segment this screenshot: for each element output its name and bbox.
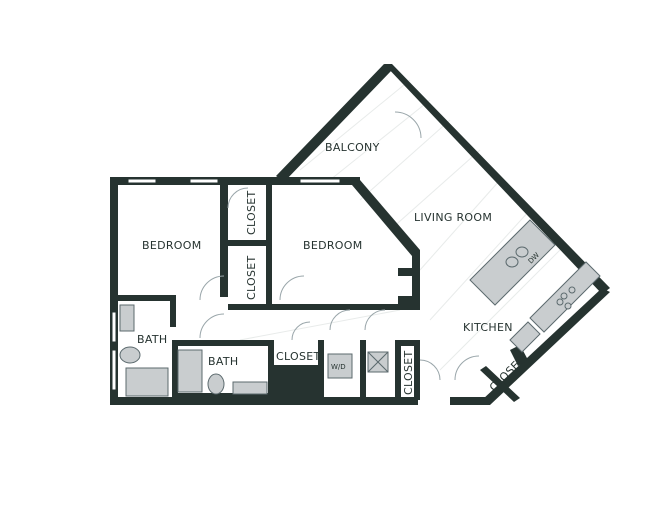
living-room-label: LIVING ROOM (414, 211, 492, 224)
bedroom-left-label: BEDROOM (142, 239, 202, 252)
windows (111, 178, 341, 391)
kitchen-label: KITCHEN (463, 321, 513, 334)
balcony-label: BALCONY (325, 141, 380, 154)
closet-bedroom-top-label: CLOSET (245, 190, 258, 235)
bath-center-label: BATH (208, 355, 238, 368)
bath-left-fixtures (119, 304, 169, 397)
doors (199, 111, 480, 381)
kitchen-island (469, 219, 556, 306)
kitchen-counter (509, 261, 601, 353)
closet-bedroom-bottom-label: CLOSET (245, 255, 258, 300)
closet-hall-label: CLOSET (276, 350, 321, 363)
closet-entry-label: CLOSET (402, 350, 415, 395)
bath-center-fixtures (177, 349, 268, 395)
washer-dryer-label: W/D (331, 363, 346, 371)
washer-dryer (327, 353, 353, 379)
walls (110, 64, 610, 405)
floor-hatching (239, 79, 561, 371)
bath-left-label: BATH (137, 333, 167, 346)
water-heater (367, 351, 389, 373)
bedroom-center-label: BEDROOM (303, 239, 363, 252)
